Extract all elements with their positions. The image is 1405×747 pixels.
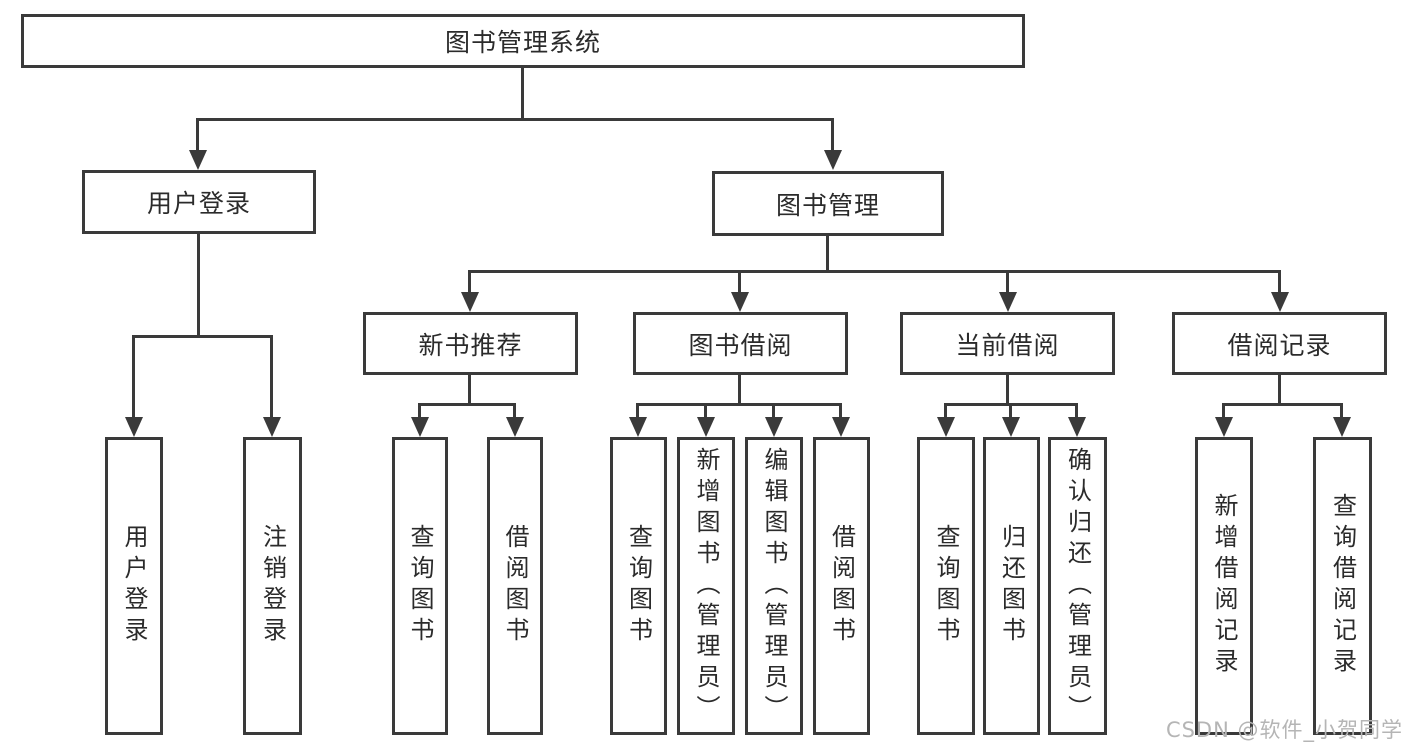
connector-borrow-records-bus <box>1222 403 1343 406</box>
node-label: 新增借阅记录 <box>1210 493 1238 679</box>
leaf-query-borrow-record: 查询借阅记录 <box>1313 437 1372 735</box>
leaf-edit-books-admin: 编辑图书（管理员） <box>745 437 803 735</box>
arrowhead-confirm-return <box>1068 417 1086 437</box>
arrowhead-query-record <box>1333 417 1351 437</box>
node-label: 新增图书（管理员） <box>692 446 720 726</box>
connector-user-login-bus <box>132 335 273 338</box>
connector-arrow-shaft-borrow1 <box>513 403 516 419</box>
node-label: 查询图书 <box>406 524 434 648</box>
connector-borrow-records-stub <box>1278 375 1281 406</box>
node-label: 用户登录 <box>120 524 148 648</box>
connector-arrow-shaft-query1 <box>418 403 421 419</box>
arrowhead-borrow-records <box>1271 292 1289 312</box>
connector-arrow-shaft-user-login <box>196 118 199 152</box>
connector-level3-bus <box>468 270 1281 273</box>
connector-arrow-shaft-leaf-logout <box>270 335 273 419</box>
arrowhead-add-book <box>697 417 715 437</box>
node-borrowing-records: 借阅记录 <box>1172 312 1387 375</box>
leaf-add-borrow-record: 新增借阅记录 <box>1195 437 1253 735</box>
node-new-book-recommend: 新书推荐 <box>363 312 578 375</box>
connector-new-book-bus <box>418 403 516 406</box>
connector-user-login-stub <box>197 234 200 338</box>
node-label: 新书推荐 <box>418 330 523 360</box>
arrowhead-new-book <box>461 292 479 312</box>
node-book-management: 图书管理 <box>712 171 944 236</box>
connector-arrow-shaft-book-management <box>831 118 834 152</box>
node-label: 归还图书 <box>997 524 1026 648</box>
node-label: 图书管理系统 <box>444 28 601 57</box>
arrowhead-current-borrow <box>999 292 1017 312</box>
node-root: 图书管理系统 <box>21 14 1025 68</box>
connector-book-management-stub <box>826 236 829 273</box>
node-label: 确认归还（管理员） <box>1063 446 1092 726</box>
connector-arrow-shaft-new-book <box>468 270 471 294</box>
connector-arrow-shaft-book-borrow <box>738 270 741 294</box>
node-book-borrowing: 图书借阅 <box>633 312 848 375</box>
leaf-query-books-current: 查询图书 <box>917 437 975 735</box>
arrowhead-edit-book <box>765 417 783 437</box>
connector-arrow-shaft-leaf-user-login <box>132 335 135 419</box>
arrowhead-book-borrow <box>731 292 749 312</box>
leaf-logout-login: 注销登录 <box>243 437 302 735</box>
leaf-user-login: 用户登录 <box>105 437 163 735</box>
connector-arrow-shaft-add-book <box>704 403 707 419</box>
node-label: 借阅图书 <box>501 524 529 648</box>
arrowhead-query1 <box>411 417 429 437</box>
csdn-watermark: CSDN @软件_小贺同学 <box>1165 718 1403 742</box>
node-user-login: 用户登录 <box>82 170 316 234</box>
arrowhead-add-record <box>1215 417 1233 437</box>
connector-book-borrow-bus <box>636 403 842 406</box>
arrowhead-query3 <box>937 417 955 437</box>
node-label: 图书管理 <box>775 190 880 220</box>
node-current-borrowing: 当前借阅 <box>900 312 1115 375</box>
arrowhead-query2 <box>629 417 647 437</box>
connector-current-borrow-stub <box>1006 375 1009 406</box>
arrowhead-return-book <box>1002 417 1020 437</box>
connector-arrow-shaft-query2 <box>636 403 639 419</box>
node-label: 借阅记录 <box>1227 330 1332 360</box>
arrowhead-book-management <box>824 150 842 170</box>
leaf-confirm-return-admin: 确认归还（管理员） <box>1048 437 1107 735</box>
arrowhead-borrow2 <box>832 417 850 437</box>
leaf-return-books: 归还图书 <box>983 437 1040 735</box>
node-label: 注销登录 <box>258 524 287 648</box>
connector-arrow-shaft-add-record <box>1222 403 1225 419</box>
node-label: 查询图书 <box>624 524 653 648</box>
arrowhead-leaf-logout <box>263 417 281 437</box>
node-label: 当前借阅 <box>955 330 1060 360</box>
leaf-borrow-books-borrowing: 借阅图书 <box>813 437 870 735</box>
connector-arrow-shaft-current-borrow <box>1006 270 1009 294</box>
node-label: 借阅图书 <box>827 524 856 648</box>
arrowhead-borrow1 <box>506 417 524 437</box>
connector-level2-bus <box>196 118 834 121</box>
node-label: 用户登录 <box>146 189 251 218</box>
connector-arrow-shaft-return-book <box>1009 403 1012 419</box>
leaf-query-books-recommend: 查询图书 <box>392 437 448 735</box>
connector-book-borrow-stub <box>738 375 741 406</box>
connector-arrow-shaft-borrow-records <box>1278 270 1281 294</box>
connector-arrow-shaft-confirm-return <box>1075 403 1078 419</box>
connector-arrow-shaft-query-record <box>1340 403 1343 419</box>
connector-arrow-shaft-borrow2 <box>839 403 842 419</box>
node-label: 图书借阅 <box>688 330 793 360</box>
node-label: 查询借阅记录 <box>1328 493 1357 679</box>
leaf-borrow-books-recommend: 借阅图书 <box>487 437 543 735</box>
connector-root-stub <box>521 68 524 121</box>
leaf-query-books-borrowing: 查询图书 <box>610 437 667 735</box>
leaf-add-books-admin: 新增图书（管理员） <box>677 437 735 735</box>
arrowhead-user-login <box>189 150 207 170</box>
connector-arrow-shaft-edit-book <box>772 403 775 419</box>
node-label: 编辑图书（管理员） <box>760 446 788 726</box>
node-label: 查询图书 <box>932 524 960 648</box>
connector-new-book-stub <box>468 375 471 406</box>
arrowhead-leaf-user-login <box>125 417 143 437</box>
connector-arrow-shaft-query3 <box>944 403 947 419</box>
